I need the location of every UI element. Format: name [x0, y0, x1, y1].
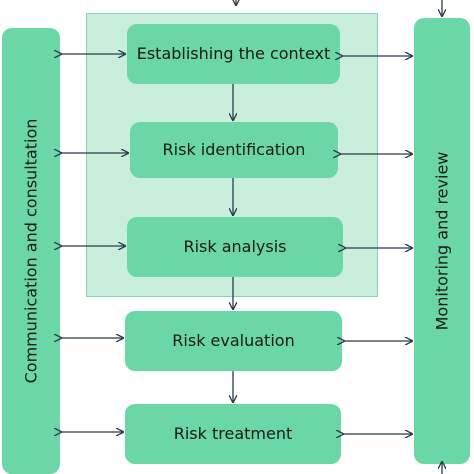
step-risk-identification-label: Risk identification	[162, 140, 306, 159]
step-risk-evaluation: Risk evaluation	[125, 311, 342, 371]
monitoring-review-bar: Monitoring and review	[414, 18, 470, 464]
step-establishing-context: Establishing the context	[127, 24, 340, 84]
step-risk-evaluation-label: Risk evaluation	[172, 331, 295, 350]
step-risk-treatment: Risk treatment	[125, 404, 341, 464]
step-risk-treatment-label: Risk treatment	[173, 424, 293, 443]
step-risk-identification: Risk identification	[130, 122, 338, 178]
step-risk-analysis-label: Risk analysis	[183, 237, 287, 256]
step-risk-analysis: Risk analysis	[127, 217, 343, 277]
communication-consultation-bar: Communication and consultation	[2, 28, 60, 474]
step-establishing-context-label: Establishing the context	[136, 44, 331, 63]
